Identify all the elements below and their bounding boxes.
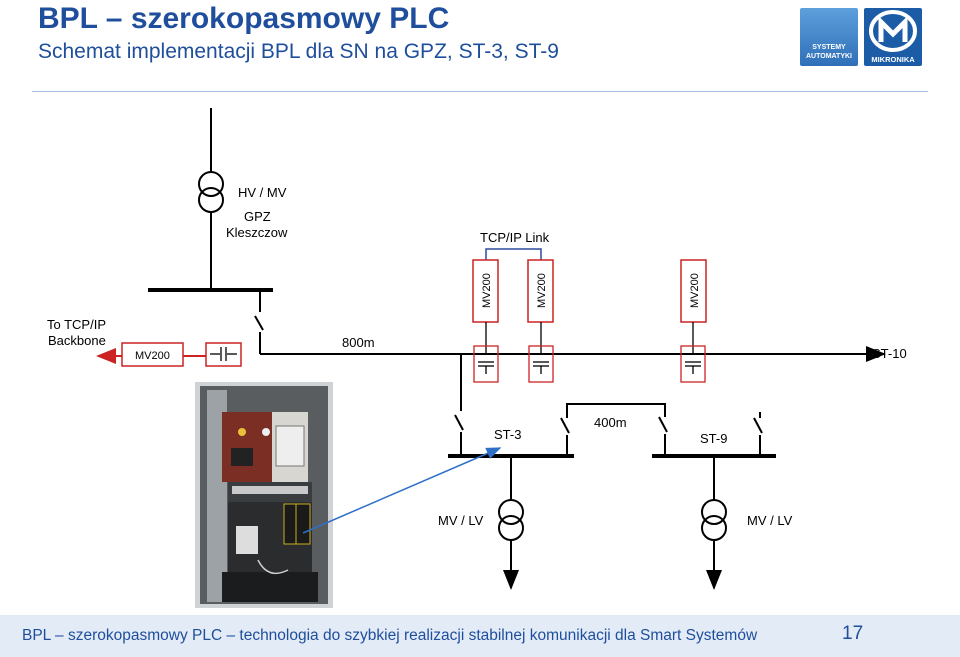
st9-transformer (701, 456, 727, 590)
mvlv-left-label: MV / LV (438, 513, 484, 528)
hv-mv-label: HV / MV (238, 185, 287, 200)
distance-800m: 800m (342, 335, 375, 350)
gpz-label: GPZ (244, 209, 271, 224)
coupler-st3-b (528, 345, 554, 383)
coupler-st3-a (473, 345, 499, 383)
mvlv-right-label: MV / LV (747, 513, 793, 528)
mikronika-logo: MIKRONIKA (864, 8, 922, 66)
coupler-st9-capacitor-icon (685, 361, 701, 374)
st9-switches (658, 411, 763, 456)
cabinet-photo (195, 382, 333, 608)
modem-st3-b: MV200 (527, 259, 554, 323)
footer-bar: BPL – szerokopasmowy PLC – technologia d… (0, 615, 960, 657)
page-number: 17 (842, 623, 864, 644)
tcpip-link-label: TCP/IP Link (480, 230, 550, 245)
modem-gpz (121, 342, 184, 367)
modem-st9: MV200 (680, 259, 707, 323)
st3-label: ST-3 (494, 427, 521, 442)
tcpip-link-line (485, 248, 542, 260)
modem-gpz-label: MV200 (135, 350, 170, 362)
gpz-transformer (198, 108, 224, 290)
svg-text:MV200: MV200 (481, 273, 493, 308)
mikronika-emblem-icon (869, 10, 917, 52)
couplers (478, 322, 701, 374)
backbone-label-2: Backbone (48, 333, 106, 348)
backbone-label-1: To TCP/IP (47, 317, 106, 332)
photo-pointer-arrow (302, 447, 502, 534)
svg-text:MV200: MV200 (536, 273, 548, 308)
coupler-gpz-capacitor-icon (210, 347, 237, 361)
svg-text:MV200: MV200 (689, 273, 701, 308)
header-divider (32, 91, 928, 92)
footer-text: BPL – szerokopasmowy PLC – technologia d… (22, 627, 758, 644)
st10-label: ST-10 (872, 346, 907, 361)
coupler-st3-a-capacitor-icon (478, 361, 494, 374)
page-title: BPL – szerokopasmowy PLC (38, 2, 450, 35)
distance-400m: 400m (594, 415, 627, 430)
coupler-st3-b-capacitor-icon (533, 361, 549, 374)
coupler-st9 (680, 345, 706, 383)
network-diagram: HV / MV GPZ Kleszczow 800m ST-10 To TCP/… (47, 108, 907, 608)
gpz-feeder-switch (254, 290, 462, 411)
st3-switches (454, 411, 570, 456)
st3-transformer (498, 456, 524, 590)
systemy-automatyki-logo: SYSTEMY AUTOMATYKI (800, 8, 858, 66)
coupler-gpz (205, 342, 242, 367)
gpz-location-label: Kleszczow (226, 225, 288, 240)
line-st3-st9 (566, 403, 666, 411)
st9-label: ST-9 (700, 431, 727, 446)
modem-st3-a: MV200 (472, 259, 499, 323)
page-subtitle: Schemat implementacji BPL dla SN na GPZ,… (38, 40, 559, 63)
